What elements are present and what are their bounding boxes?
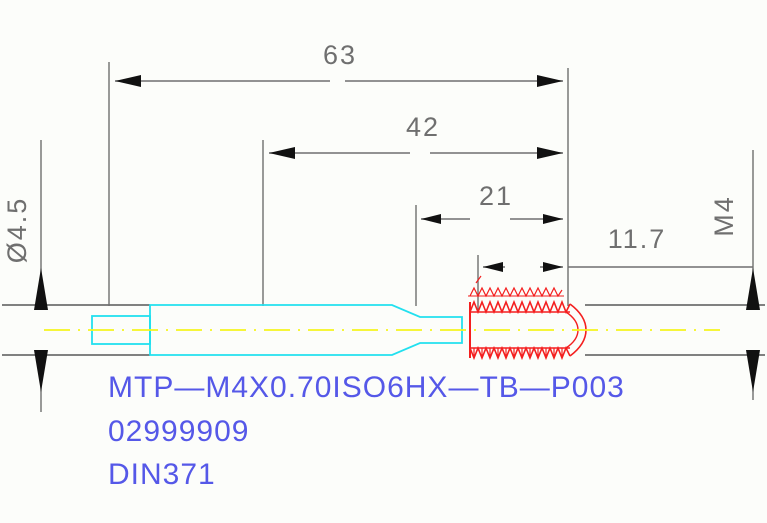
- thread-section-wave: [469, 286, 563, 298]
- annotation-part-number: 02999909: [108, 415, 249, 448]
- dim-arrow-thread-down: [746, 350, 760, 392]
- dimension-label-diameter: Ø4.5: [2, 197, 32, 264]
- dim-arrow-diameter-down: [34, 350, 48, 392]
- thread-flank-ticks: [473, 348, 563, 358]
- dimension-line-thread-size: [746, 150, 760, 400]
- annotation-part-designation: MTP—M4X0.70ISO6HX—TB—P003: [108, 371, 625, 404]
- dim-arrow-diameter-up: [34, 268, 48, 310]
- thread-section-tick: [475, 275, 482, 284]
- main-shank-body: [149, 304, 463, 356]
- dimension-label-63: 63: [323, 40, 357, 70]
- threaded-tip: [468, 275, 587, 361]
- dimension-label-21: 21: [479, 181, 513, 211]
- thread-crest-lower: [469, 345, 571, 361]
- annotation-standard-reference: DIN371: [108, 458, 216, 491]
- dimension-label-11-7: 11.7: [608, 224, 667, 254]
- dimension-label-42: 42: [406, 112, 440, 142]
- dimension-line-diameter: [34, 140, 48, 412]
- thread-crest-upper: [469, 299, 571, 315]
- extension-lines-horizontal: [2, 304, 765, 356]
- dimension-label-thread-size: M4: [709, 195, 739, 237]
- dim-arrow-thread-up: [746, 268, 760, 310]
